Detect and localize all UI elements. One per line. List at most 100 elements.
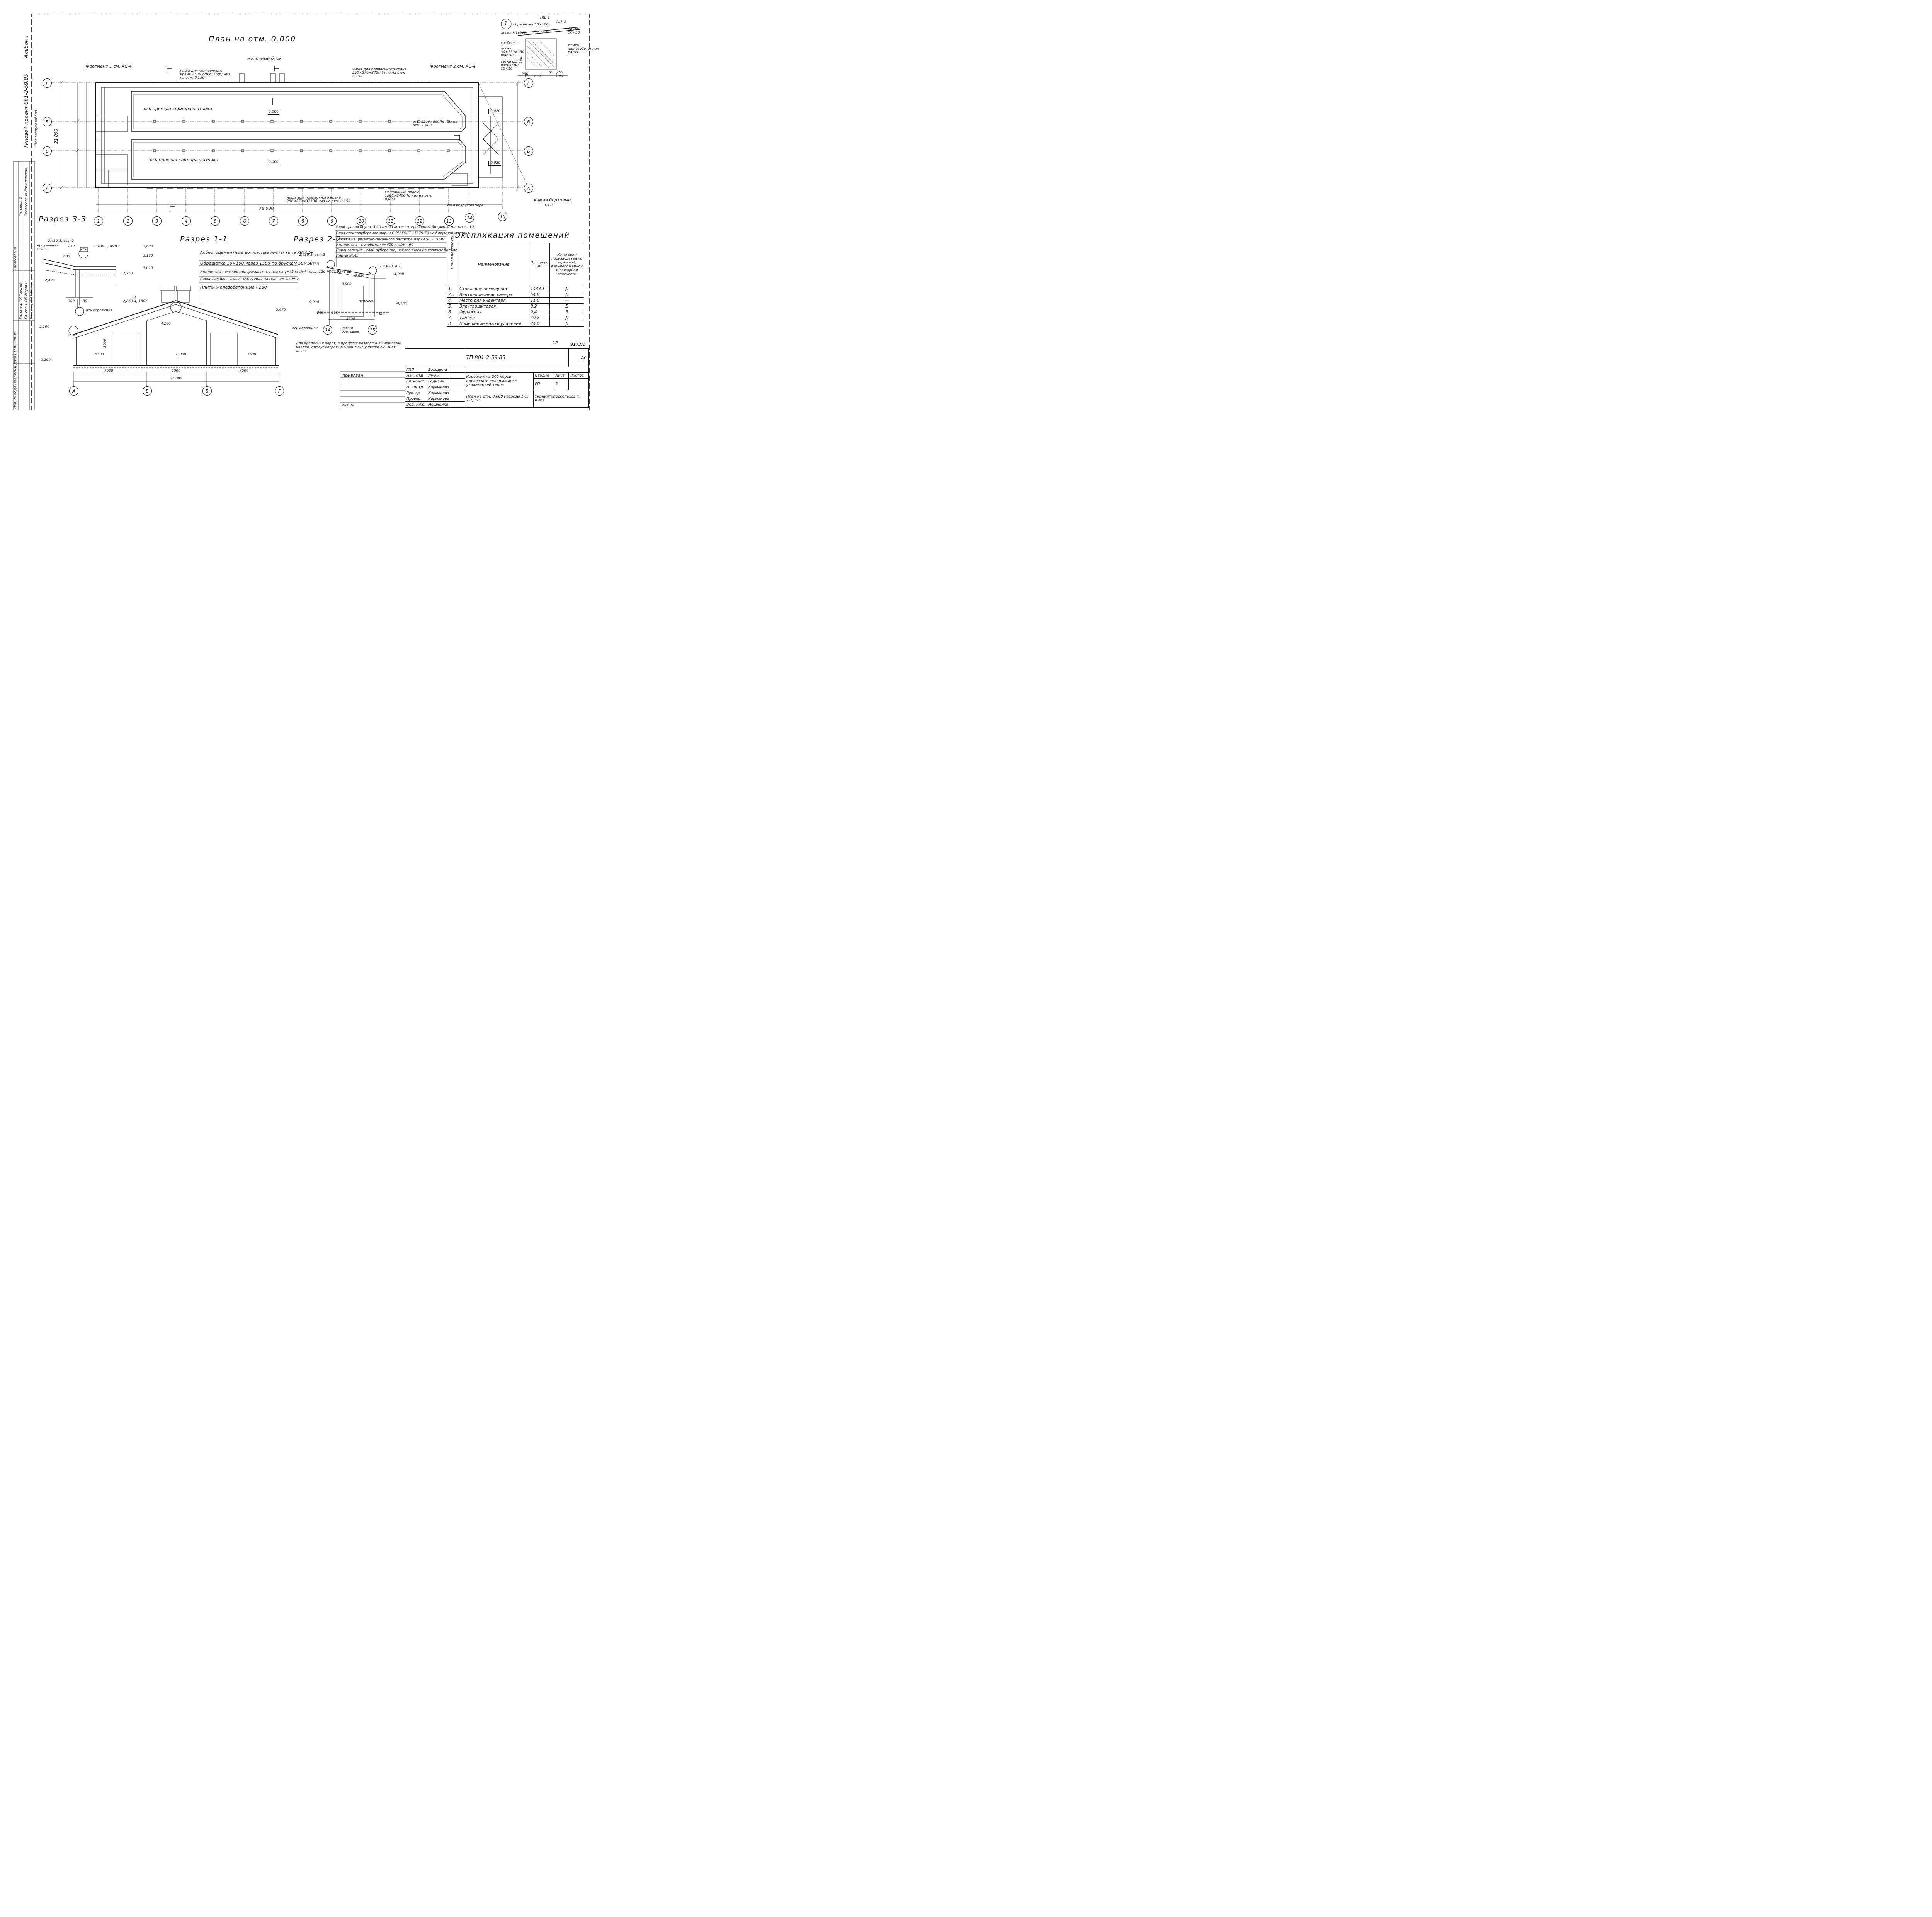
elev-mark-4: -0,020 [488,161,502,166]
elev-mark-2: 0,000 [268,160,279,165]
s22-dim-4500: 4500 [346,317,355,321]
s33-dim-800: 800 [63,255,70,258]
s33-elev-2400: 2,400 [45,279,55,282]
left-stamp-agreed: Согласовано [14,247,17,270]
node1-label-1: доска 80×100 [501,31,527,35]
stamp-list-header: Лист [554,372,569,379]
expl-cell: Вентиляционная камера [458,292,529,298]
layer-leaders [199,230,446,305]
niche-top-left-label: ниша для поливочного крана 250×270×375(h… [180,69,230,80]
expl-cell: 2,3 [447,292,458,298]
s33-elev-2760: 2,760 [123,272,133,275]
s11-axis-A: А [69,386,78,396]
axis-bubble-2: 2 [123,216,133,226]
s11-dim-5500a: 5500 [95,353,104,357]
s22-label-series1: 2.430-3, вып.2 [299,253,325,257]
s11-layer-2: Утеплитель - мягкие минераловатные плиты… [200,270,352,274]
node1-dim-210: 210 [534,75,541,78]
axis-bubble-3: 3 [152,216,162,226]
s22-axis-label: ось коровника [292,326,319,330]
s11-axis-G: Г [275,386,284,396]
fragment2-label: Фрагмент 2 см. АС-4 [430,64,476,69]
stamp-stage: РП [533,378,554,390]
left-stamp-inv: Инв. № подл Подпись и дата Взам. инв. № [14,331,17,409]
node1-label-6: плита железобетонная балка [568,44,599,54]
s11-elev-neg0200: -0,200 [39,358,51,362]
feeder-axis-label-2: ось проезда кормораздатчика [150,157,218,162]
s11-elev-4280: 4,280 [161,322,171,326]
s33-dim-250: 250 [68,245,75,248]
inv-label: Инв. № [342,404,355,408]
left-stamp-row-0: Гл. спец. ТХ Гордый [19,282,23,319]
section33-drawing [42,247,116,316]
drawing-linework [13,14,590,410]
axis-bubble-A-left: А [43,184,52,193]
s11-dim-7500a: 7500 [104,369,113,373]
s22-axis-14: 14 [323,325,332,335]
expl-cell: 1433,1 [529,286,550,292]
expl-cell: 9,4 [529,309,550,315]
s22-elev-3735: 3,735 [309,262,319,266]
node1-dim-50: 50 [549,71,553,75]
roof-layer-5: Плиты Ж.-б. [336,254,359,258]
s11-elev-5475: 5,475 [276,308,286,312]
roof-layer-1: Слоя стеклорубероида марки С-РМ ГОСТ 158… [336,231,470,235]
axis-bubble-5: 5 [211,216,220,226]
section22-drawing [317,260,390,325]
milk-block-label: молочный блок [247,56,282,61]
plan-right-rooms [452,96,503,186]
expl-cell: 5. [447,303,458,309]
s33-elev-3600: 3,600 [143,245,153,248]
node1-drawing [501,19,580,77]
s33-elev-3170: 3,170 [143,254,153,258]
node1-dim-250: 250 [556,71,563,75]
s11-axis-B: Б [143,386,152,396]
expl-cell: 49,7 [529,315,550,321]
s22-elev-3820: 3,820 [355,274,365,278]
expl-cell: 8. [447,321,458,327]
opening-label: отв. 1200×800(h) низ на отм. 1,900 [413,120,457,127]
plan-left-rooms [96,87,128,188]
expl-cell: 24,0 [529,321,550,327]
expl-cell: Помещение навозоудаления [458,321,529,327]
elev-mark-3: -0,020 [488,109,502,114]
node1-dim-300: 300 [556,75,563,78]
s11-layer-0: Асбестоцементные волнистые листы типа УВ… [200,250,314,255]
privyazan-label: привязан: [342,373,365,378]
plan-title: План на отм. 0.000 [209,35,296,43]
s11-dim-6000: 6000 [172,369,180,373]
node1-label-0: обрешетка 50×100 [513,23,549,27]
s33-elev-3010: 3,010 [143,266,153,270]
left-stamp-row-3: Гл. спец. Э [19,197,23,216]
elev-mark-1: 0,000 [268,110,279,115]
stamp-list: 3 [554,378,569,390]
stamp-project-name: Коровник на 200 коров привязного содержа… [464,372,534,390]
s22-dim-310: 310 [332,311,338,315]
expl-cell: Д [549,321,584,327]
axis-bubble-15: 15 [498,212,507,221]
node1-label-3: доска 30×150×150 шаг 500 [501,47,524,58]
roof-layer-2: Стяжка из цементно-песчаного раствора ма… [336,238,445,241]
s22-elev-4000: 4,000 [394,272,404,276]
axis-bubble-B-left: Б [43,146,52,156]
node1-dim-290: 290 [522,72,529,76]
node1-number: 1 [504,21,508,27]
axis-bubble-8: 8 [298,216,308,226]
s33-dim-300: 300 [68,299,75,303]
axis-bubble-12: 12 [415,216,424,226]
stamp-org: Укрниигипросельхоз г. Киев [533,390,589,408]
axis-bubble-7: 7 [269,216,278,226]
s33-axis-label: ось коровника [86,309,112,313]
s11-series: 2,860-4; 180У [123,299,148,303]
node1-slope: i=1:4 [556,20,566,24]
s11-dim-21000: 21 000 [170,377,182,381]
node1-label-4: сетка ф3 с ячейками 10×10 [501,60,520,71]
axis-bubble-V-right: В [524,117,533,126]
curb-stones-label: камни бортовые [534,197,571,202]
axis-bubble-A-right: А [524,184,533,193]
left-stamp-row-4: Согласовано Данилевская [24,168,28,217]
